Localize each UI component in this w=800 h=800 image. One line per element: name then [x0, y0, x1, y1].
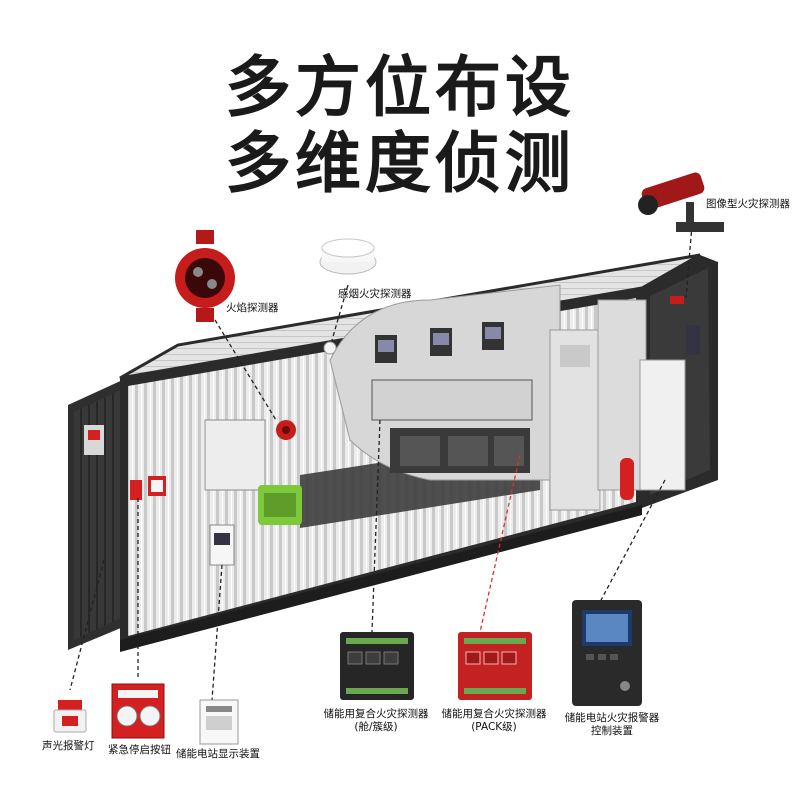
label-composite-pack: 储能用复合火灾探测器 (PACK级)	[436, 708, 552, 734]
label-display-device: 储能电站显示装置	[176, 748, 260, 760]
label-composite-pack-line2: (PACK级)	[471, 721, 517, 733]
composite-cabin-product	[340, 632, 414, 700]
label-controller-line2: 控制装置	[591, 725, 633, 737]
leader-display	[211, 564, 223, 701]
leader-composite-pack	[479, 454, 521, 633]
leader-lines	[69, 224, 693, 701]
label-sound-light-alarm: 声光报警灯	[42, 740, 95, 752]
label-emergency-stop: 紧急停启按钮	[108, 744, 171, 756]
flame-detector-product	[175, 230, 235, 322]
controller-product	[572, 600, 642, 706]
cutaway-interior	[329, 284, 700, 511]
label-flame-detector: 火焰探测器	[226, 302, 279, 314]
leader-smoke	[331, 284, 349, 341]
flame-detector-on-wall	[276, 420, 296, 440]
image-detector-product	[638, 172, 724, 232]
wall-equipment	[130, 419, 302, 566]
image-detector-on-wall	[670, 296, 684, 304]
headline-line-2: 多维度侦测	[225, 125, 575, 202]
label-image-detector: 图像型火灾探测器	[706, 198, 790, 210]
leader-flame	[214, 319, 277, 421]
label-composite-pack-line1: 储能用复合火灾探测器	[441, 708, 547, 720]
display-device-product	[199, 699, 239, 745]
label-controller: 储能电站火灾报警器 控制装置	[556, 712, 668, 738]
leader-controller	[599, 479, 666, 603]
smoke-detector-on-ceiling	[323, 341, 337, 355]
composite-pack-product	[458, 632, 532, 700]
leader-image	[685, 224, 693, 299]
smoke-detector-product	[319, 238, 377, 275]
label-composite-cabin-line1: 储能用复合火灾探测器	[323, 708, 429, 720]
leader-composite-cabin	[371, 419, 381, 633]
label-controller-line1: 储能电站火灾报警器	[564, 712, 660, 724]
label-composite-cabin: 储能用复合火灾探测器 (舱/簇级)	[318, 708, 434, 734]
emergency-stop-product	[111, 683, 165, 739]
leader-alarm	[69, 559, 105, 691]
sound-light-alarm-product	[53, 700, 87, 733]
label-composite-cabin-line2: (舱/簇级)	[354, 721, 398, 733]
headline-line-1: 多方位布设	[225, 49, 575, 126]
label-smoke-detector: 感烟火灾探测器	[338, 288, 412, 300]
